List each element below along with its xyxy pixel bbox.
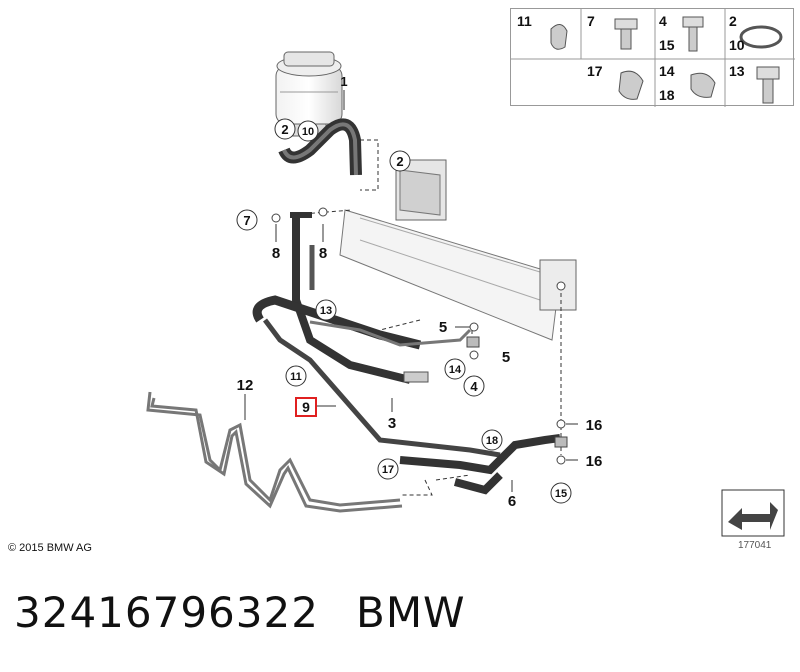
callout-14-circle <box>444 358 466 380</box>
callout-12: 12 <box>237 377 254 394</box>
callout-10-circle <box>297 120 319 142</box>
callout-7: 7 <box>243 213 250 228</box>
callout-2b: 2 <box>396 154 403 169</box>
clamp-14-icon <box>690 72 716 98</box>
legend-11: 11 <box>517 13 532 29</box>
clip-17-icon <box>618 70 644 100</box>
clip-11-icon <box>550 24 568 50</box>
hose-clamp-2-icon <box>739 25 783 49</box>
callout-15: 15 <box>555 488 567 500</box>
bolt-4-icon <box>682 16 704 28</box>
legend-4: 4 <box>659 13 667 29</box>
steering-rack-illustration <box>339 159 577 341</box>
legend-17: 17 <box>587 63 603 79</box>
callout-9: 9 <box>302 399 310 415</box>
callout-3: 3 <box>388 415 396 432</box>
callout-18-circle <box>481 429 503 451</box>
callout-5b: 5 <box>502 349 510 366</box>
callout-2b-circle <box>389 150 411 172</box>
callout-2: 2 <box>281 122 288 137</box>
callout-7-circle <box>236 209 258 231</box>
brand-name: BMW <box>356 588 466 637</box>
callout-5a: 5 <box>439 319 447 336</box>
callout-17-circle <box>377 458 399 480</box>
callout-18: 18 <box>486 435 498 447</box>
legend-14: 14 <box>659 63 675 79</box>
legend-7: 7 <box>587 13 595 29</box>
hose-1-illustration <box>278 118 362 176</box>
legend-18: 18 <box>659 87 675 103</box>
callout-11-circle <box>285 365 307 387</box>
pressure-hose-illustration <box>252 212 501 458</box>
callout-4: 4 <box>470 379 478 394</box>
legend-10: 10 <box>729 37 745 53</box>
legend-table: 11 7 4 15 2 10 17 14 18 13 <box>510 8 795 107</box>
cooler-12-illustration <box>146 391 403 513</box>
callout-11: 11 <box>290 371 302 383</box>
callout-8b: 8 <box>319 245 327 262</box>
callout-8a: 8 <box>272 245 280 262</box>
legend-13: 13 <box>729 63 745 79</box>
callout-14: 14 <box>449 364 462 376</box>
callout-16b: 16 <box>586 453 603 470</box>
callout-6: 6 <box>508 493 516 510</box>
diagram-number: 177041 <box>738 540 772 551</box>
legend-15: 15 <box>659 37 675 53</box>
return-hose-6-illustration <box>399 434 561 495</box>
legend-2: 2 <box>729 13 737 29</box>
callout-2-circle <box>274 118 296 140</box>
fittings <box>271 207 568 465</box>
legend-grid <box>511 9 795 107</box>
part-number: 32416796322 <box>14 588 319 637</box>
callout-10: 10 <box>302 126 314 138</box>
screw-13-icon <box>756 66 780 80</box>
callout-17: 17 <box>382 464 394 476</box>
callout-1: 1 <box>340 74 347 89</box>
copyright-text: © 2015 BMW AG <box>8 542 92 554</box>
orientation-icon <box>721 489 785 537</box>
solid-leaders <box>244 90 578 492</box>
callout-4-circle <box>463 375 485 397</box>
callout-9-highlight <box>295 397 317 417</box>
banjo-bolt-7-icon <box>614 18 638 30</box>
callout-15-circle <box>550 482 572 504</box>
callout-13-circle <box>315 299 337 321</box>
callout-13: 13 <box>320 305 332 317</box>
callout-16a: 16 <box>586 417 603 434</box>
